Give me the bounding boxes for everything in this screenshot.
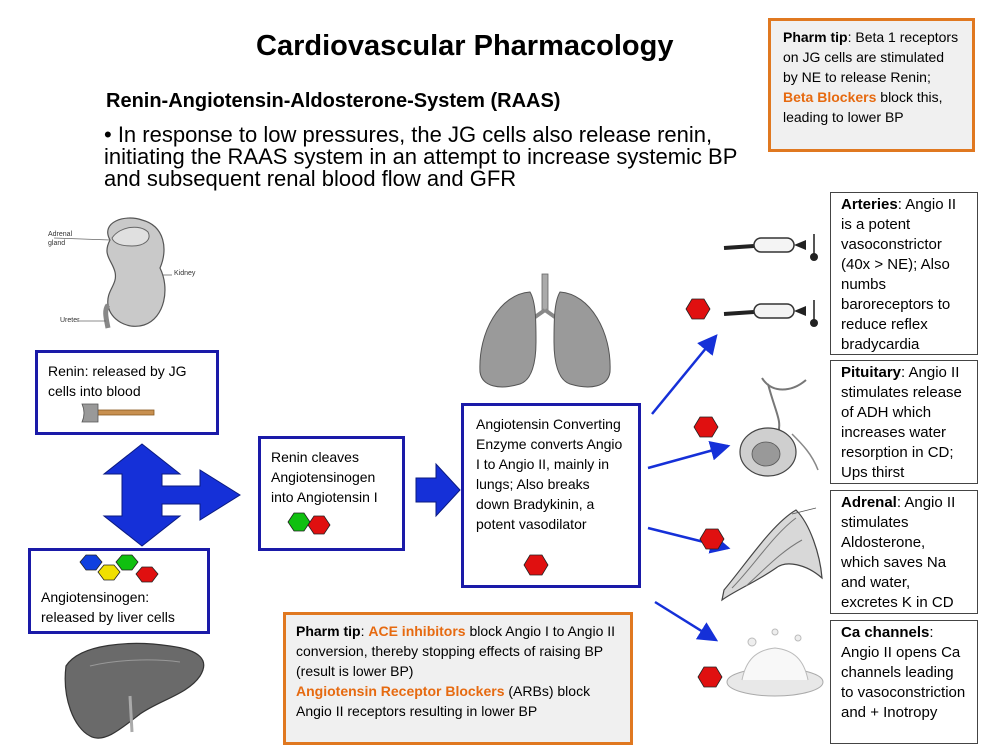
adrenal-illustration	[721, 507, 823, 602]
pharm-tip-highlight: Beta Blockers	[783, 89, 877, 105]
kidney-label: Kidney	[174, 270, 196, 277]
pharm-tip-bottom-text1: block Angio I to Angio II conversion, th…	[296, 623, 616, 679]
pituitary-illustration	[739, 377, 819, 477]
pharm-tip-bottom-label: Pharm tip	[296, 623, 361, 639]
effect-ca-channels-text: : Angio II opens Ca channels leading to …	[841, 624, 966, 721]
ace-box: Angiotensin Converting Enzyme converts A…	[461, 403, 641, 588]
pharm-tip-text: : Beta 1 receptors on JG cells are stimu…	[783, 29, 959, 85]
effect-pituitary-box: Pituitary: Angio II stimulates release o…	[830, 360, 978, 484]
page-title: Cardiovascular Pharmacology	[256, 30, 674, 62]
effect-adrenal-box: Adrenal: Angio II stimulates Aldosterone…	[830, 490, 978, 614]
ureter-label: Ureter	[60, 317, 80, 324]
effect-pituitary-label: Pituitary	[841, 364, 902, 381]
lungs-illustration	[479, 273, 611, 388]
liver-illustration	[64, 642, 205, 739]
adrenal-gland-label: Adrenal gland	[48, 231, 73, 247]
arrow-to-pituitary	[647, 440, 731, 470]
renin-box: Renin: released by JG cells into blood	[35, 350, 219, 435]
split-arrow	[102, 443, 241, 547]
arrow-to-arteries	[651, 334, 718, 415]
page-subtitle: Renin-Angiotensin-Aldosterone-System (RA…	[106, 90, 561, 112]
effect-ca-channels-box: Ca channels: Angio II opens Ca channels …	[830, 620, 978, 744]
pharm-tip-label: Pharm tip	[783, 29, 848, 45]
angiotensin-ii-hexagon-adrenal	[699, 528, 725, 550]
pharm-tip-bottom-text2: (ARBs) block Angio II receptors resultin…	[296, 683, 591, 719]
ace-text: Angiotensin Converting Enzyme converts A…	[476, 416, 623, 532]
arrow-to-ace	[415, 462, 461, 518]
ace-inhibitors-highlight: ACE inhibitors	[368, 623, 466, 639]
angiotensinogen-text: Angiotensinogen: released by liver cells	[41, 589, 175, 625]
angiotensinogen-hexagons	[79, 554, 159, 583]
kidney-illustration	[53, 217, 172, 329]
effect-arteries-box: Arteries: Angio II is a potent vasoconst…	[830, 192, 978, 355]
renin-text: Renin: released by JG cells into blood	[48, 363, 187, 399]
pharm-tip-bottom-sep: :	[360, 623, 369, 639]
pharm-tip-ace-arb: Pharm tip: ACE inhibitors block Angio I …	[283, 612, 633, 745]
angiotensin-ii-hexagon-pituitary	[693, 416, 719, 438]
renin-cleaves-box: Renin cleaves Angiotensinogen into Angio…	[258, 436, 405, 551]
artery-vessel-icon-1	[723, 234, 818, 261]
renin-cleaves-text: Renin cleaves Angiotensinogen into Angio…	[271, 449, 378, 505]
pharm-tip-text-end: block this, leading to lower BP	[783, 89, 943, 125]
angiotensin-ii-hexagon	[523, 554, 549, 576]
arrow-to-ca-channels	[654, 600, 719, 642]
angiotensin-i-hexagons	[287, 512, 331, 535]
artery-vessel-icon-2	[723, 300, 818, 327]
arb-highlight: Angiotensin Receptor Blockers	[296, 683, 505, 699]
effect-arteries-label: Arteries	[841, 196, 898, 213]
axe-icon	[81, 403, 155, 423]
intro-bullet: • In response to low pressures, the JG c…	[104, 122, 737, 191]
effect-ca-channels-label: Ca channels	[841, 624, 930, 641]
angiotensin-ii-hexagon-arteries	[685, 298, 711, 320]
calcium-splash-illustration	[726, 628, 824, 697]
effect-adrenal-text: : Angio II stimulates Aldosterone, which…	[841, 494, 956, 611]
effect-pituitary-text: : Angio II stimulates release of ADH whi…	[841, 364, 962, 481]
pharm-tip-beta-blockers: Pharm tip: Beta 1 receptors on JG cells …	[768, 18, 975, 152]
effect-adrenal-label: Adrenal	[841, 494, 897, 511]
angiotensin-ii-hexagon-ca	[697, 666, 723, 688]
effect-arteries-text: : Angio II is a potent vasoconstrictor (…	[841, 196, 957, 353]
